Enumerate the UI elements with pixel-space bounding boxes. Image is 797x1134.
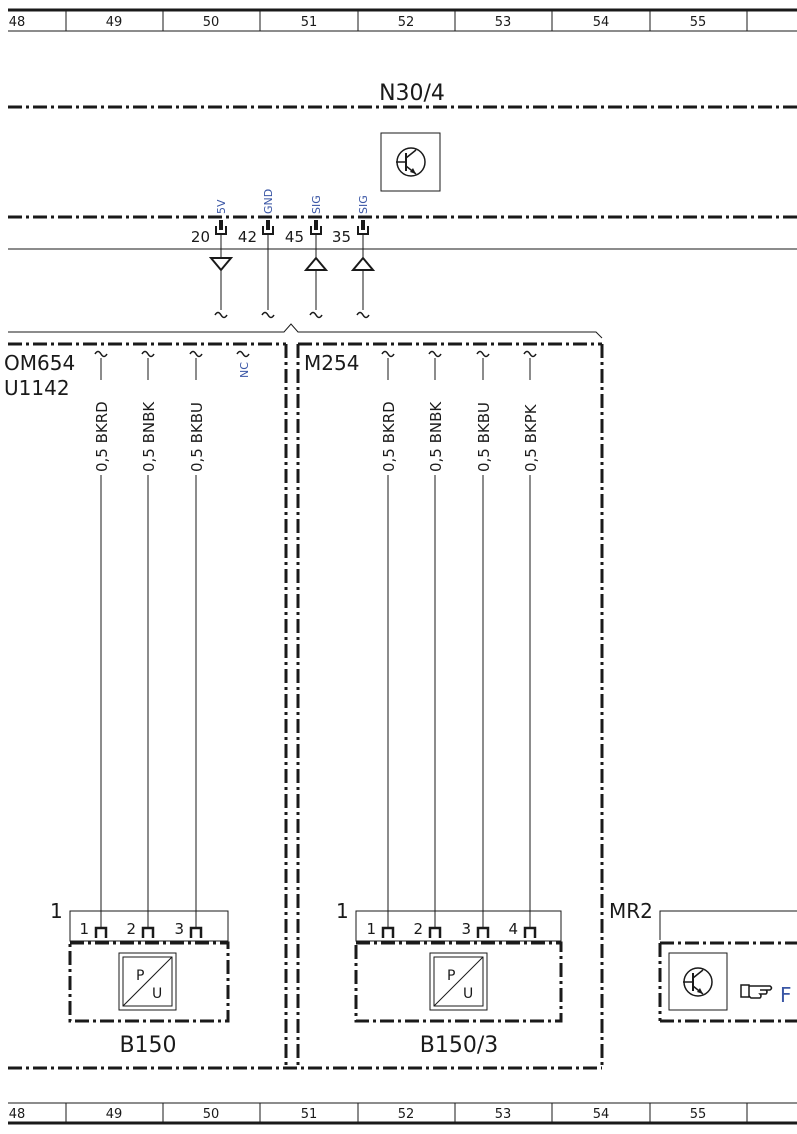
pin-20-signal: 5V [215, 199, 228, 214]
mr2-block: MR2 F [609, 899, 797, 1023]
pin-42-contact [266, 220, 270, 230]
grid-col-50: 50 [203, 1107, 220, 1122]
sensor-u-label: U [152, 986, 162, 1002]
sensor-u-label: U [463, 986, 473, 1002]
sensor-p-label: P [447, 968, 455, 984]
wire-label: 0,5 BKBU [188, 402, 206, 472]
grid-col-49: 49 [106, 15, 123, 30]
wire-label: 0,5 BKRD [380, 401, 398, 472]
component-b150: B150 [119, 1033, 176, 1058]
pin-45-number: 45 [285, 228, 304, 246]
connector-pin-3: 3 [174, 920, 184, 938]
pointing-hand-icon[interactable] [740, 984, 773, 999]
sensor-b150-boundary [68, 941, 230, 1023]
input-arrow-icon [350, 256, 376, 271]
nc-label: NC [238, 362, 251, 378]
connector-pin-1: 1 [366, 920, 376, 938]
wire-break-icon [189, 350, 203, 358]
component-b150-3: B150/3 [420, 1033, 499, 1058]
grid-col-55: 55 [690, 1107, 707, 1122]
input-arrow-icon [303, 256, 329, 271]
wire-break-icon [356, 311, 370, 319]
variant-brace [8, 323, 603, 339]
connector-pin-1: 1 [79, 920, 89, 938]
wire-label: 0,5 BKRD [93, 401, 111, 472]
unit-wires [208, 234, 376, 319]
pin-20-number: 20 [191, 228, 210, 246]
pin-20-contact [219, 220, 223, 230]
grid-col-53: 53 [495, 15, 512, 30]
connector-housing [69, 910, 229, 942]
connector-number: 1 [336, 899, 349, 923]
wire-label: 0,5 BNBK [140, 401, 158, 472]
transistor-icon [668, 952, 728, 1011]
reference-link[interactable]: F [780, 983, 792, 1007]
variant-right-label: M254 [304, 351, 359, 375]
sensor-p-label: P [136, 968, 144, 984]
wire-label: 0,5 BKPK [522, 403, 540, 472]
wire-break-icon [141, 350, 155, 358]
pin-42-signal: GND [262, 189, 275, 214]
connector-pin-3: 3 [461, 920, 471, 938]
grid-col-52: 52 [398, 15, 415, 30]
grid-col-50: 50 [203, 15, 220, 30]
pin-35-signal: SIG [357, 195, 370, 214]
grid-col-54: 54 [593, 15, 610, 30]
grid-col-55: 55 [690, 15, 707, 30]
top-grid: 48 49 50 51 52 53 54 55 [8, 8, 797, 32]
wire-break-icon [381, 350, 395, 358]
connector-housing [355, 910, 562, 942]
grid-col-52: 52 [398, 1107, 415, 1122]
wire-label: 0,5 BKBU [475, 402, 493, 472]
pin-45-contact [314, 220, 318, 230]
mr2-label: MR2 [609, 899, 653, 923]
pin-35-contact [361, 220, 365, 230]
wire-break-icon [214, 311, 228, 319]
grid-col-54: 54 [593, 1107, 610, 1122]
wire-break-icon [476, 350, 490, 358]
bottom-grid: 48 49 50 51 52 53 54 55 [8, 1102, 797, 1125]
grid-col-51: 51 [301, 1107, 318, 1122]
grid-col-48: 48 [9, 15, 26, 30]
variant-left: OM654 U1142 NC 0,5 BKRD 0,5 BNBK 0,5 BKB… [4, 342, 288, 1068]
connector-pin-2: 2 [413, 920, 423, 938]
pin-35-number: 35 [332, 228, 351, 246]
variant-right: M254 0,5 BKRD 0,5 BNBK 0,5 BKBU 0,5 BKPK… [296, 342, 604, 1068]
wire-break-icon [94, 350, 108, 358]
pin-45-signal: SIG [310, 195, 323, 214]
variant-left-label-2: U1142 [4, 376, 70, 400]
control-unit-n30-4: N30/4 [8, 81, 797, 219]
wire-break-icon [261, 311, 275, 319]
control-unit-label: N30/4 [379, 81, 445, 106]
wire-label: 0,5 BNBK [427, 401, 445, 472]
wire-break-icon [236, 350, 250, 358]
unit-pins: 5V 20 GND 42 SIG 45 SIG 35 [191, 189, 370, 246]
output-arrow-icon [208, 257, 234, 272]
grid-col-49: 49 [106, 1107, 123, 1122]
connector-number: 1 [50, 899, 63, 923]
grid-col-51: 51 [301, 15, 318, 30]
variant-left-label-1: OM654 [4, 351, 75, 375]
wire-break-icon [428, 350, 442, 358]
grid-col-53: 53 [495, 1107, 512, 1122]
pressure-sensor-icon: P U [429, 952, 488, 1011]
grid-col-48: 48 [9, 1107, 26, 1122]
pressure-sensor-icon: P U [118, 952, 177, 1011]
transistor-icon [380, 132, 441, 192]
wire-break-icon [523, 350, 537, 358]
pin-42-number: 42 [238, 228, 257, 246]
connector-pin-2: 2 [126, 920, 136, 938]
connector-pin-4: 4 [508, 920, 518, 938]
wire-break-icon [309, 311, 323, 319]
sensor-b150-3-boundary [354, 941, 563, 1023]
